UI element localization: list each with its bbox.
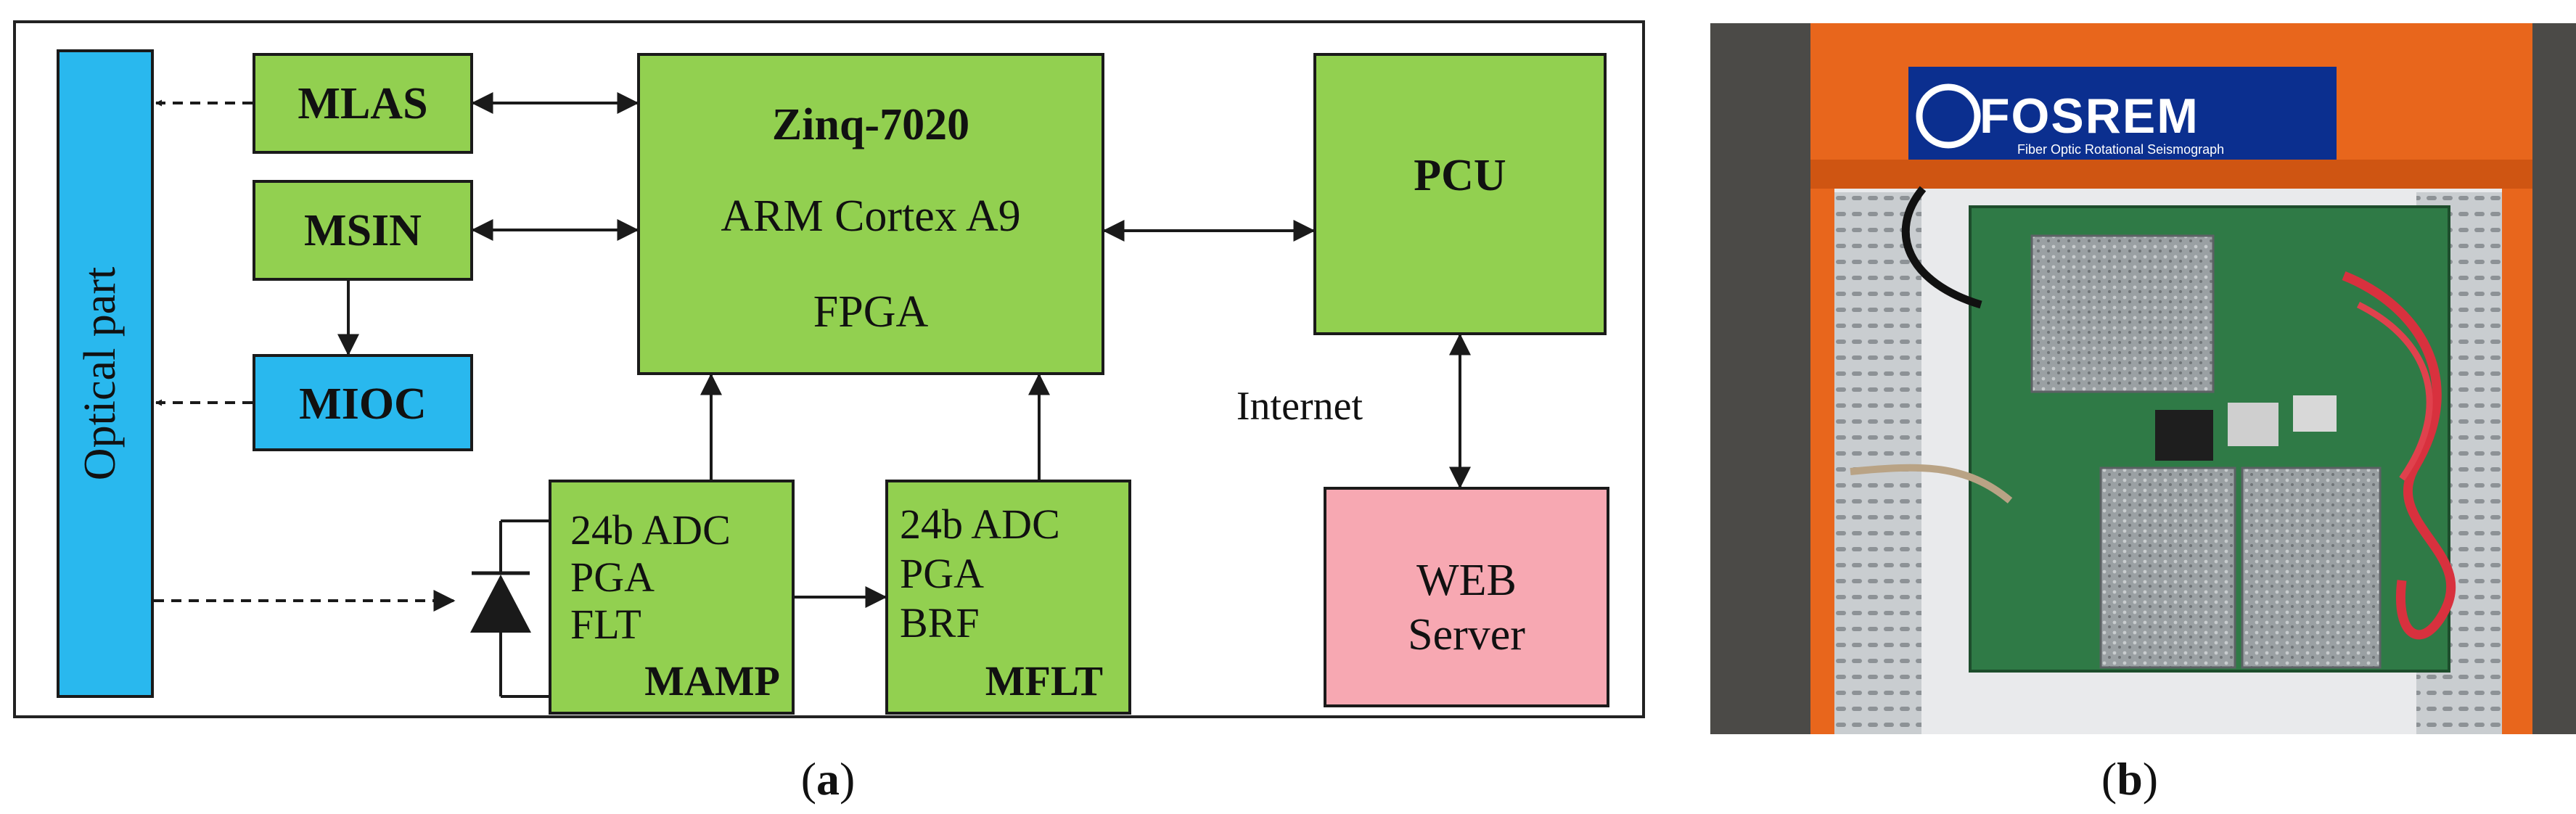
zinq-title: Zinq-7020 bbox=[772, 100, 969, 149]
ethernet-port bbox=[2293, 395, 2337, 432]
processor-chip bbox=[2155, 410, 2213, 461]
zinq-cpu-label: ARM Cortex A9 bbox=[721, 192, 1020, 241]
fosrem-logo-subtitle: Fiber Optic Rotational Seismograph bbox=[2017, 142, 2224, 157]
mioc-block bbox=[253, 354, 473, 451]
fosrem-logo-text: FOSREM bbox=[1980, 89, 2199, 144]
msin-label: MSIN bbox=[304, 206, 422, 255]
internet-label: Internet bbox=[1236, 384, 1363, 429]
mamp-line-pga: PGA bbox=[570, 554, 655, 601]
red-cable-loop bbox=[2356, 301, 2433, 481]
mflt-line-brf: BRF bbox=[900, 599, 980, 646]
left-perforated-wall bbox=[1834, 192, 1921, 734]
mamp-line-flt: FLT bbox=[570, 601, 641, 648]
block-diagram: Optical part MLAS MSIN MIOC Zinq-7020 AR… bbox=[13, 20, 1645, 805]
mflt-name: MFLT bbox=[985, 657, 1103, 704]
upper-shield bbox=[2030, 234, 2215, 393]
lid-hinge-bar bbox=[1810, 160, 2532, 189]
web-server-label-line2: Server bbox=[1408, 610, 1525, 659]
mlas-label: MLAS bbox=[298, 79, 427, 128]
web-server-label-line1: WEB bbox=[1416, 556, 1517, 605]
device-photo: FOSREM Fiber Optic Rotational Seismograp… bbox=[1710, 23, 2576, 805]
web-server-block bbox=[1324, 487, 1609, 707]
pcu-label: PCU bbox=[1414, 151, 1506, 200]
ribbon-cable bbox=[1850, 464, 2013, 503]
mflt-line-pga: PGA bbox=[900, 550, 984, 597]
lower-left-shield bbox=[2099, 466, 2236, 669]
lower-right-shield bbox=[2241, 466, 2382, 669]
mflt-block bbox=[885, 480, 1131, 715]
black-cable bbox=[1901, 186, 1982, 309]
photodiode-icon bbox=[470, 519, 549, 698]
mioc-label: MIOC bbox=[299, 379, 427, 429]
optical-part-block bbox=[57, 49, 154, 698]
caption-b: (b) bbox=[2101, 753, 2158, 805]
zinq-block bbox=[637, 53, 1104, 375]
mamp-block bbox=[549, 480, 795, 715]
mamp-line-adc: 24b ADC bbox=[570, 506, 731, 554]
red-cable bbox=[2342, 271, 2456, 640]
connector-block bbox=[2228, 403, 2278, 446]
mflt-line-adc: 24b ADC bbox=[900, 501, 1060, 548]
optical-part-label: Optical part bbox=[75, 267, 125, 480]
mlas-block bbox=[253, 53, 473, 154]
mamp-name: MAMP bbox=[644, 657, 780, 704]
fosrem-logo-ring-icon bbox=[1916, 83, 1981, 149]
caption-a: (a) bbox=[801, 753, 856, 805]
zinq-fpga-label: FPGA bbox=[813, 287, 929, 337]
